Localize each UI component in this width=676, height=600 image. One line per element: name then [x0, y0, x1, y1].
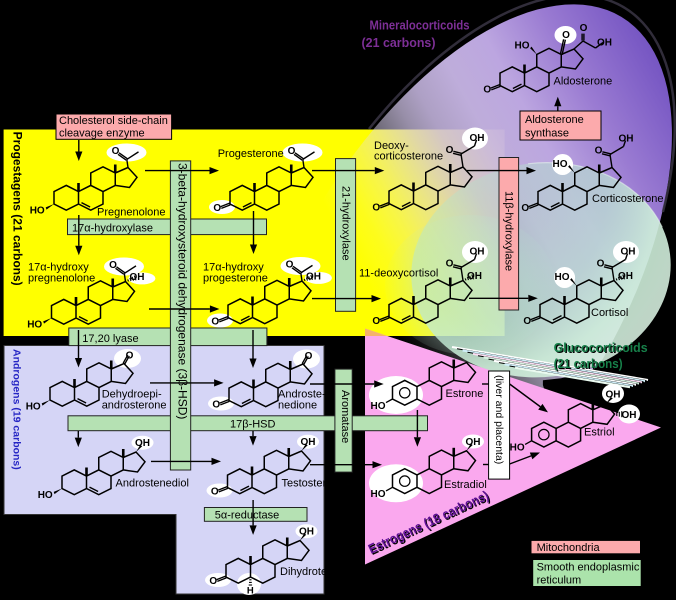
svg-text:reticulum: reticulum: [537, 575, 582, 587]
svg-text:Mineralocorticoids: Mineralocorticoids: [371, 19, 471, 34]
svg-text:Estradiol: Estradiol: [444, 479, 487, 491]
svg-text:17α-hydroxy: 17α-hydroxy: [28, 262, 89, 274]
svg-text:O: O: [595, 146, 603, 157]
svg-text:Androstenediol: Androstenediol: [116, 478, 189, 490]
svg-text:21-hydroxylase: 21-hydroxylase: [340, 186, 352, 261]
svg-text:17α-hydroxy: 17α-hydroxy: [203, 262, 264, 274]
svg-text:Progesterone: Progesterone: [218, 148, 284, 160]
svg-text:HO: HO: [555, 272, 570, 283]
svg-text:O: O: [286, 260, 294, 271]
svg-text:O: O: [211, 487, 219, 498]
svg-text:HO: HO: [371, 489, 386, 500]
svg-text:O: O: [211, 317, 219, 328]
svg-text:Cortisol: Cortisol: [591, 307, 628, 319]
svg-text:HO: HO: [38, 490, 53, 501]
svg-text:Corticosterone: Corticosterone: [592, 193, 664, 205]
svg-text:O: O: [372, 316, 380, 327]
svg-text:5α-reductase: 5α-reductase: [215, 510, 279, 522]
svg-text:O: O: [213, 203, 221, 214]
svg-text:OH: OH: [306, 272, 321, 283]
svg-text:HO: HO: [27, 320, 42, 331]
svg-text:11-deoxycortisol: 11-deoxycortisol: [359, 267, 438, 279]
svg-text:Progestagens (21 carbons): Progestagens (21 carbons): [11, 132, 25, 286]
svg-text:Androste-: Androste-: [278, 389, 326, 401]
svg-text:OH: OH: [466, 437, 481, 448]
svg-text:androsterone: androsterone: [102, 400, 167, 412]
svg-text:3-beta-hydroxysteroid dehydrog: 3-beta-hydroxysteroid dehydrogenase (3β-…: [176, 163, 190, 419]
svg-text:OH: OH: [299, 527, 314, 538]
svg-text:HO: HO: [26, 402, 41, 413]
svg-text:O: O: [288, 146, 296, 157]
svg-text:O: O: [209, 576, 217, 587]
svg-text:O: O: [112, 146, 120, 157]
svg-text:HO: HO: [515, 41, 530, 52]
svg-text:11β-hydroxylase: 11β-hydroxylase: [503, 191, 515, 271]
svg-text:(21 carbons): (21 carbons): [555, 357, 624, 372]
svg-text:HO: HO: [371, 401, 386, 412]
svg-text:OH: OH: [619, 134, 634, 145]
svg-text:OH: OH: [467, 271, 482, 282]
svg-text:pregnenolone: pregnenolone: [28, 273, 95, 285]
svg-text:Estriol: Estriol: [584, 427, 615, 439]
svg-text:O: O: [483, 85, 491, 96]
svg-text:17,20 lyase: 17,20 lyase: [82, 333, 138, 345]
svg-text:OH: OH: [618, 271, 633, 282]
svg-text:synthase: synthase: [525, 128, 569, 140]
svg-text:O: O: [580, 23, 588, 34]
svg-text:OH: OH: [135, 438, 150, 449]
svg-text:O: O: [109, 260, 117, 271]
svg-text:Dehydroepi-: Dehydroepi-: [102, 389, 162, 401]
svg-text:Cholesterol side-chain: Cholesterol side-chain: [59, 115, 168, 127]
svg-text:OH: OH: [470, 247, 485, 258]
svg-text:(21 carbons): (21 carbons): [554, 356, 623, 371]
svg-text:HO: HO: [510, 443, 525, 454]
svg-text:O: O: [523, 316, 531, 327]
svg-text:cleavage enzyme: cleavage enzyme: [59, 128, 145, 140]
svg-text:O: O: [521, 203, 529, 214]
svg-text:O: O: [305, 351, 313, 362]
svg-text:OH: OH: [130, 272, 145, 283]
svg-text:17α-hydroxylase: 17α-hydroxylase: [72, 223, 153, 235]
svg-text:HO: HO: [553, 159, 568, 170]
svg-text:OH: OH: [301, 437, 316, 448]
svg-text:Glucocorticoids: Glucocorticoids: [554, 340, 648, 355]
svg-text:Estrone: Estrone: [446, 388, 484, 400]
svg-text:(liver and placenta): (liver and placenta): [493, 375, 505, 464]
svg-text:Pregnenolone: Pregnenolone: [97, 207, 166, 219]
svg-text:OH: OH: [470, 133, 485, 144]
svg-text:OH: OH: [606, 389, 621, 400]
svg-text:nedione: nedione: [278, 400, 317, 412]
svg-text:Deoxy-: Deoxy-: [374, 140, 409, 152]
svg-text:Testosterone: Testosterone: [282, 478, 345, 490]
svg-text:17β-HSD: 17β-HSD: [230, 419, 276, 431]
svg-text:O: O: [212, 400, 220, 411]
svg-text:O: O: [126, 351, 134, 362]
svg-text:Aldosterone: Aldosterone: [554, 76, 613, 88]
svg-text:H: H: [247, 586, 254, 597]
svg-text:(21 carbons): (21 carbons): [363, 36, 437, 51]
svg-text:progesterone: progesterone: [203, 273, 268, 285]
svg-text:Mineralocorticoids: Mineralocorticoids: [370, 17, 470, 32]
svg-text:O: O: [446, 145, 454, 156]
svg-text:OH: OH: [622, 410, 637, 421]
svg-text:Smooth endoplasmic: Smooth endoplasmic: [537, 562, 640, 574]
svg-text:O: O: [372, 203, 380, 214]
svg-text:HO: HO: [30, 206, 45, 217]
svg-text:Aromatase: Aromatase: [339, 390, 351, 443]
svg-text:Dihydrotestosterone: Dihydrotestosterone: [280, 566, 378, 578]
svg-text:O: O: [446, 259, 454, 270]
svg-text:OH: OH: [597, 38, 612, 49]
svg-text:Glucocorticoids: Glucocorticoids: [555, 341, 649, 356]
svg-text:Mitochondria: Mitochondria: [537, 542, 601, 554]
svg-text:O: O: [562, 30, 570, 41]
svg-text:Androgens (19 carbons): Androgens (19 carbons): [11, 349, 23, 470]
svg-text:(21 carbons): (21 carbons): [362, 35, 436, 50]
svg-text:corticosterone: corticosterone: [374, 151, 443, 163]
svg-text:Aldosterone: Aldosterone: [525, 114, 584, 126]
svg-text:OH: OH: [621, 247, 636, 258]
svg-text:O: O: [597, 259, 605, 270]
